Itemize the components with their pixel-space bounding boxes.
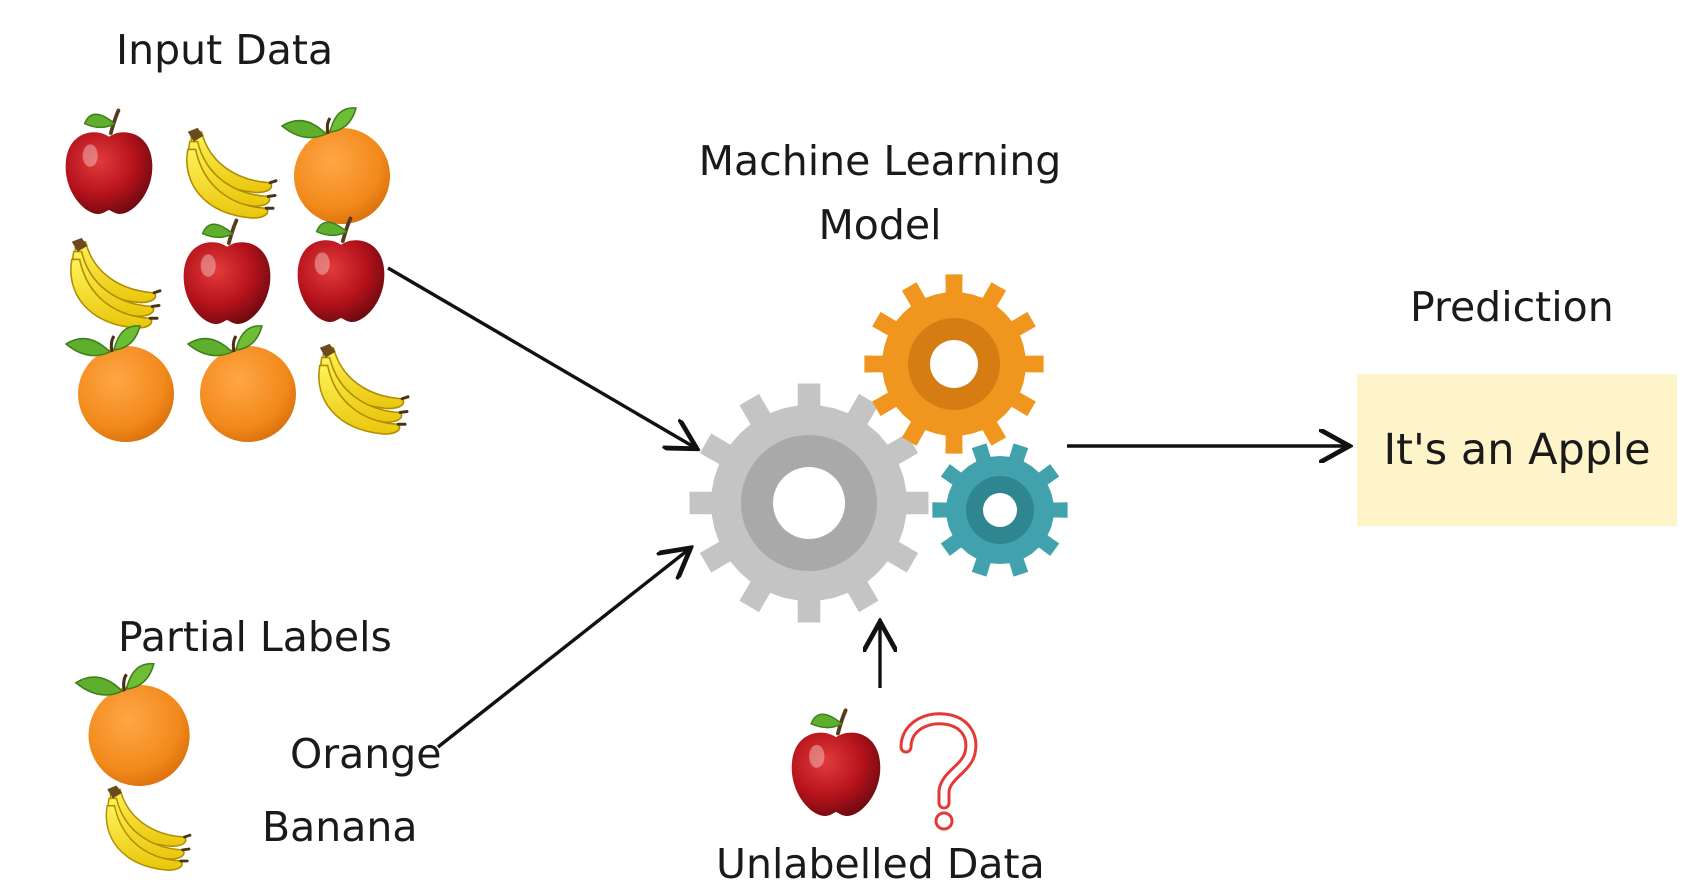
input-data-label: Input Data [116, 26, 334, 74]
orange-icon [74, 662, 192, 788]
prediction-label: Prediction [1410, 283, 1614, 331]
orange-label: Orange [290, 730, 442, 778]
banana-icon [104, 784, 192, 872]
prediction-result-box: It's an Apple [1357, 374, 1677, 526]
large-gear-icon [689, 383, 929, 623]
banana-label: Banana [262, 803, 418, 851]
labels-to-model-arrow [436, 550, 688, 749]
banana-icon [317, 342, 410, 436]
partial-labels-label: Partial Labels [118, 613, 392, 661]
model-label-line1: Machine Learning [698, 137, 1062, 185]
partial-labels-fruits [74, 662, 192, 872]
input-to-model-arrow [387, 266, 694, 447]
orange-icon [186, 324, 298, 444]
orange-icon [64, 324, 176, 444]
prediction-result-text: It's an Apple [1383, 425, 1651, 475]
teal-gear-icon [932, 443, 1068, 577]
model-label-line2: Model [818, 201, 942, 249]
unlabelled-data-label: Unlabelled Data [716, 840, 1045, 888]
question-mark-icon [899, 712, 978, 831]
model-label: Machine Learning Model [0, 129, 1690, 257]
unlabelled-apple-icon [789, 708, 883, 819]
orange-gear-icon [864, 274, 1044, 454]
